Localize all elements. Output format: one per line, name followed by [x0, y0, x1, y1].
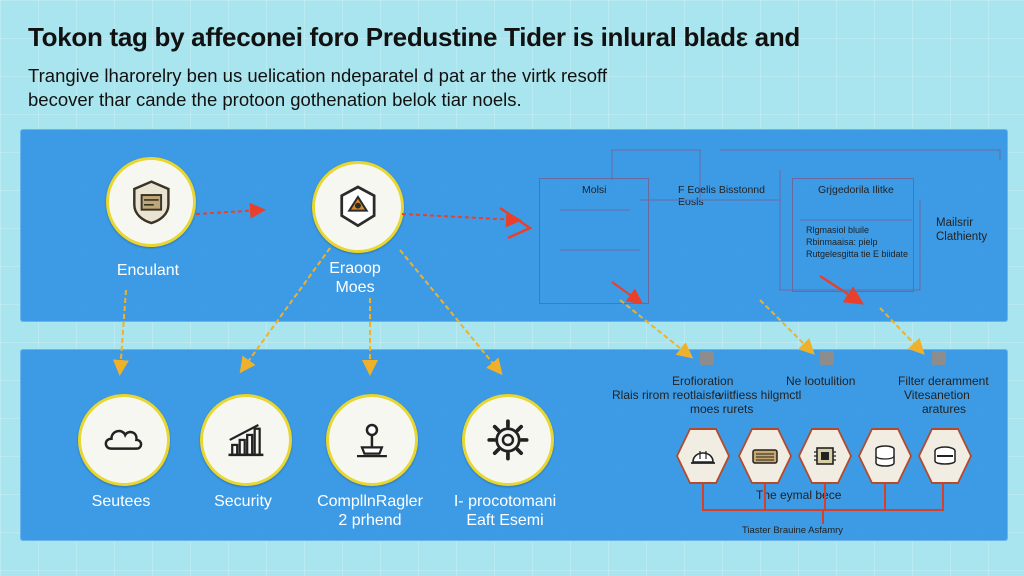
- hex-node[interactable]: [738, 428, 792, 484]
- keyboard-icon: [752, 449, 778, 464]
- col3-line-2: Vitesanetion: [904, 388, 970, 402]
- mid-box-label-2: Eosls: [678, 196, 704, 208]
- subtitle-line-1: Trangive lharorelry ben us uelication nd…: [28, 65, 607, 86]
- col3-line-1: Filter deramment: [898, 374, 989, 388]
- cloud-icon: [104, 429, 143, 450]
- eraoop-label: Eraoop Moes: [320, 259, 390, 297]
- col2-line-2: viitfiess hilgmctl: [718, 388, 802, 402]
- grjgedorila-title: Grjgedorila Ilitke: [818, 184, 894, 196]
- footer-label: Tiaster Brauine Asfamry: [742, 525, 844, 536]
- eraoop-node[interactable]: [312, 161, 404, 253]
- col2-line-3: moes rurets: [690, 402, 754, 416]
- procotomani-node[interactable]: [462, 394, 554, 486]
- pin-stand-icon: [357, 423, 387, 458]
- flow-label: The eymal bece: [756, 488, 842, 502]
- molsi-box-label: Molsi: [582, 184, 607, 196]
- compliance-label-line-2: 2 prhend: [338, 512, 402, 529]
- bar-chart-icon: [228, 424, 264, 457]
- enculant-label: Enculant: [116, 262, 180, 279]
- helmet-icon: [691, 451, 715, 464]
- doc-icon: [932, 351, 946, 365]
- eraoop-label-line-1: Eraoop: [329, 260, 381, 277]
- doc-icon: [820, 351, 834, 365]
- grjgedorila-row-3: Rutgelesgitta tie E biidate: [806, 249, 909, 259]
- compliance-label: CompllnRagler 2 prhend: [300, 492, 440, 530]
- col1-line-2: Rlais rirom reotlaisfe: [612, 388, 722, 402]
- hex-node[interactable]: [798, 428, 852, 484]
- col3-line-3: aratures: [922, 402, 967, 416]
- hexagon-shield-icon: [340, 185, 376, 228]
- shield-badge-icon: [132, 179, 170, 224]
- grjgedorila-row-1: Rlgmasiol bluile: [806, 225, 870, 235]
- gear-icon: [487, 419, 529, 461]
- security-node[interactable]: [200, 394, 292, 486]
- molsi-box: [539, 178, 649, 304]
- hex-node[interactable]: [858, 428, 912, 484]
- eraoop-label-line-2: Moes: [335, 279, 375, 296]
- col1-line-1: Erofioration: [672, 374, 734, 388]
- page-title: Tokon tag by affeconei foro Predustine T…: [28, 22, 800, 52]
- compliance-label-line-1: CompllnRagler: [317, 493, 423, 510]
- hex-node[interactable]: [676, 428, 730, 484]
- drum-icon: [934, 446, 956, 465]
- hex-node[interactable]: [918, 428, 972, 484]
- side-label-line-1: Mailsrir: [936, 217, 974, 229]
- page-subtitle: Trangive lharorelry ben us uelication nd…: [28, 64, 788, 112]
- side-label-line-2: Clathienty: [936, 231, 988, 243]
- seutees-label: Seutees: [91, 493, 151, 510]
- compliance-node[interactable]: [326, 394, 418, 486]
- security-label: Security: [214, 493, 272, 510]
- procotomani-label-line-2: Eaft Esemi: [466, 512, 544, 529]
- subtitle-line-2: becover thar cande the protoon gothenati…: [28, 89, 522, 110]
- side-label: Mailsrir Clathienty: [936, 216, 987, 244]
- col2-line-1: Ne lootulition: [786, 374, 856, 388]
- procotomani-label-line-1: I- procotomani: [453, 493, 557, 510]
- grjgedorila-row-2: Rbinmaaisa: pielp: [806, 237, 878, 247]
- seutees-node[interactable]: [78, 394, 170, 486]
- enculant-node[interactable]: [106, 157, 196, 247]
- mid-box-label-1: F Eoelis Bisstonnd: [678, 184, 765, 196]
- doc-icon: [700, 351, 714, 365]
- procotomani-label: I- procotomani Eaft Esemi: [440, 492, 570, 530]
- database-icon: [875, 445, 895, 467]
- chip-icon: [814, 447, 836, 465]
